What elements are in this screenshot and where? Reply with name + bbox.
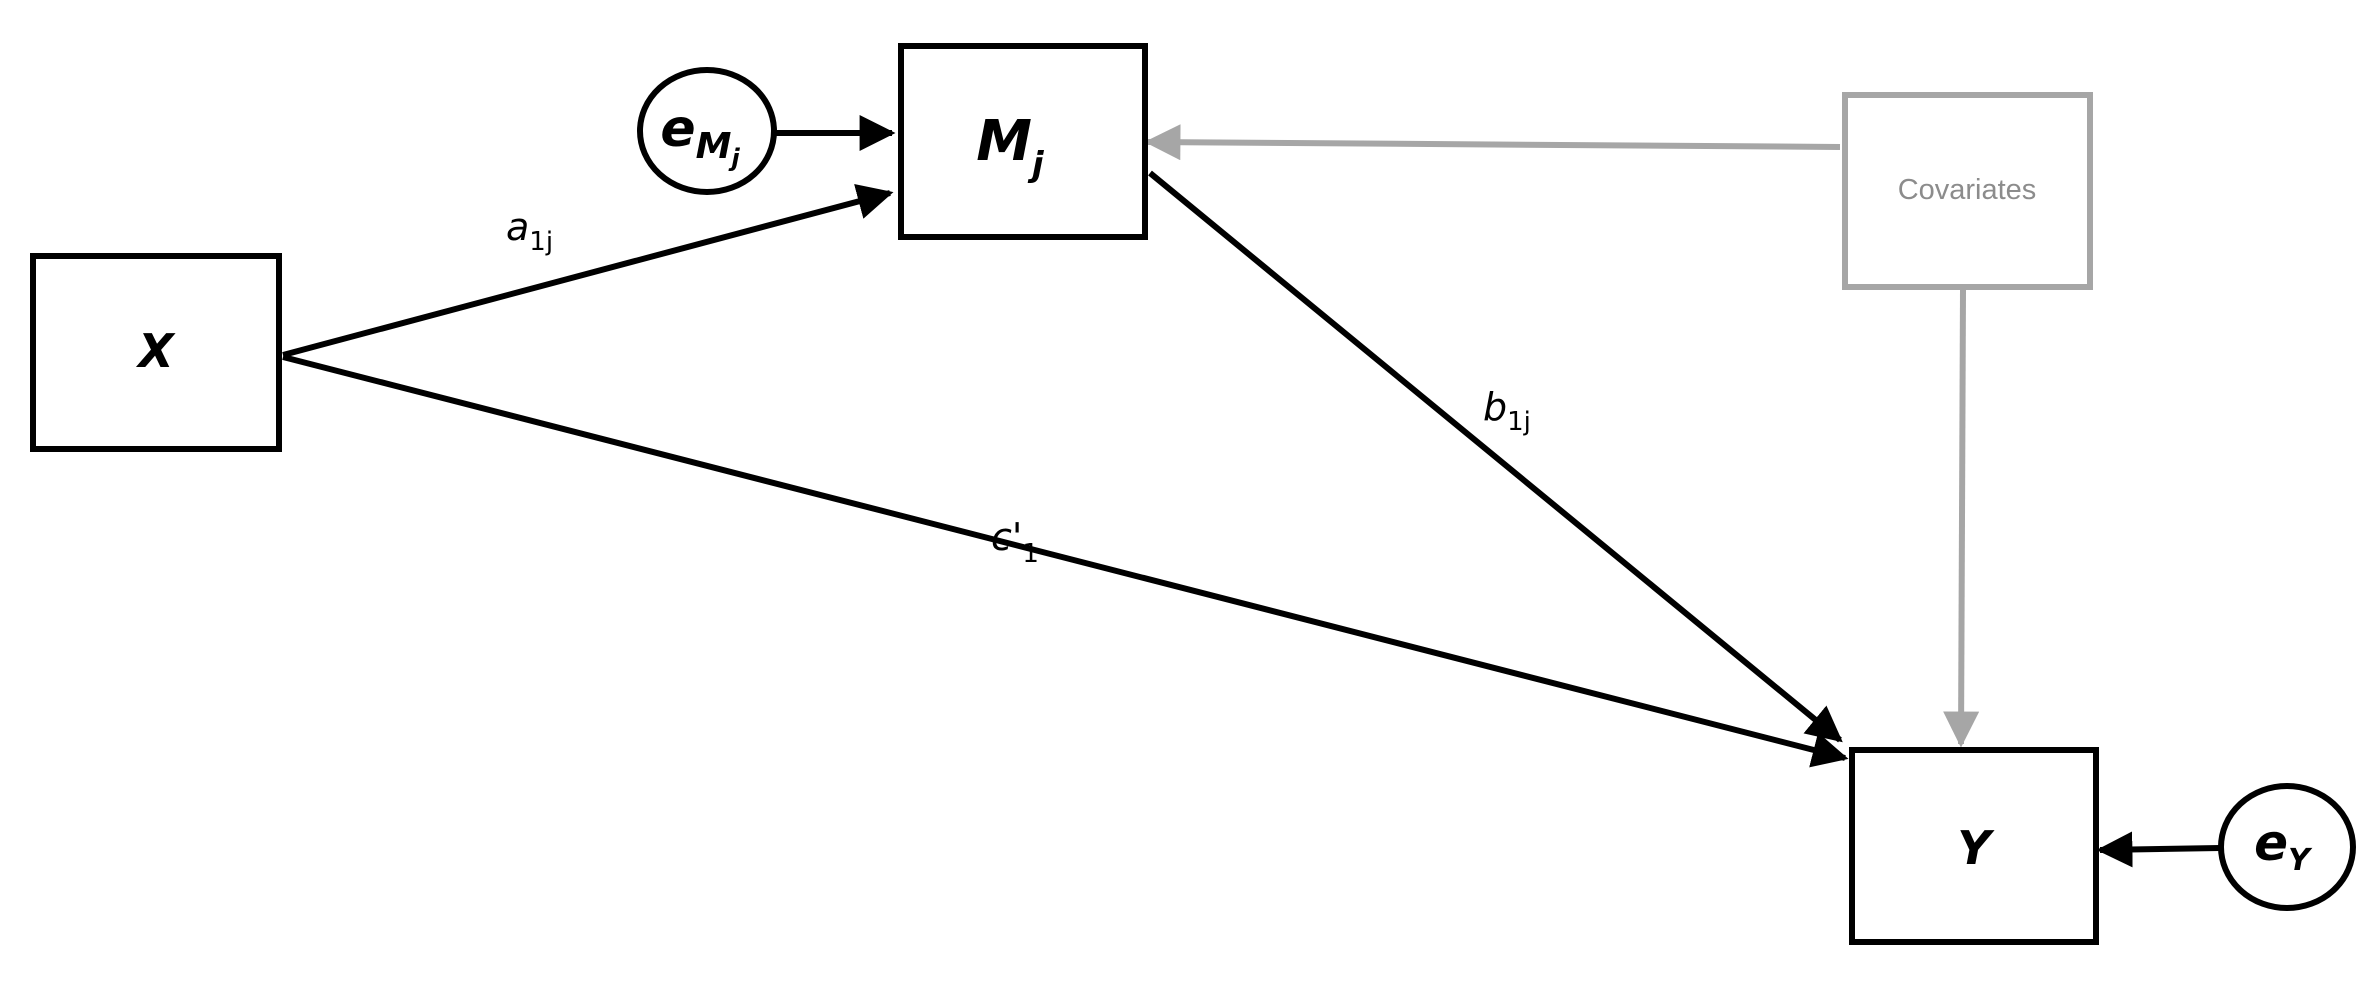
node-covariates-label: Covariates — [1898, 174, 2037, 206]
node-y-label: Y — [1957, 821, 1995, 875]
error-term-m: eMj — [637, 67, 777, 195]
arrow-x-to-y — [282, 354, 1849, 768]
node-x-label: X — [135, 324, 176, 378]
error-term-y-label: eY — [2254, 814, 2313, 878]
node-m-label: Mj — [976, 109, 1045, 185]
arrow-covariates-to-m — [1144, 124, 1841, 161]
node-x: X — [30, 253, 282, 452]
node-m-subscript: j — [1027, 145, 1045, 185]
arrow-covariates-to-y — [1943, 289, 1980, 748]
error-term-y: eY — [2218, 783, 2356, 911]
node-y: Y — [1849, 747, 2099, 945]
path-label-c: c'1 — [991, 515, 1039, 569]
node-m: Mj — [898, 43, 1148, 240]
path-label-a: a1j — [506, 205, 553, 257]
error-term-m-label: eMj — [660, 99, 740, 172]
arrow-m-to-y — [1148, 170, 1843, 743]
node-covariates: Covariates — [1842, 92, 2093, 290]
path-label-b: b1j — [1483, 385, 1531, 437]
arrow-ey-to-y — [2096, 831, 2221, 868]
arrow-x-to-m — [282, 183, 894, 358]
